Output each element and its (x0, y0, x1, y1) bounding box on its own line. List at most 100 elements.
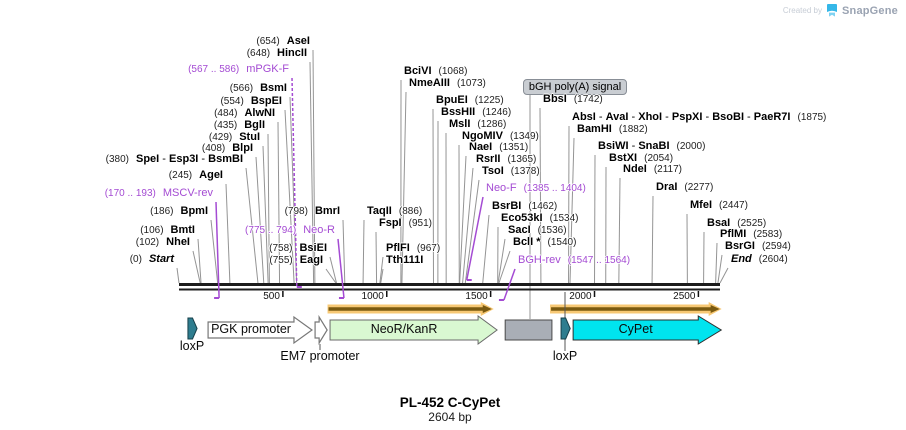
created-by-text: Created by (782, 6, 822, 15)
enzyme-label-eco53ki: Eco53kI(1534) (501, 212, 579, 224)
sequence-line-bottom (179, 288, 720, 291)
plasmid-title: PL-452 C-CyPet (399, 395, 501, 410)
leader-line-bgli (267, 133, 270, 284)
leader-line-taqii (362, 219, 365, 284)
leader-line-start (176, 267, 180, 284)
enzyme-label-bgli: (435)BglI (213, 119, 265, 131)
plasmid-length: 2604 bp (428, 410, 472, 424)
enzyme-label-rsrii: RsrII(1365) (476, 153, 537, 165)
leader-line-saci (497, 238, 506, 284)
leader-line-nhei (192, 250, 201, 284)
enzyme-label-nhei: (102)NheI (135, 236, 190, 248)
enzyme-label-bmri: (798)BmrI (284, 205, 340, 217)
leader-line-bsrbi (482, 214, 490, 284)
scale-tick-1000 (386, 291, 388, 297)
enzyme-label-msli: MslI(1286) (449, 118, 507, 130)
enzyme-label-bstxi: BstXI(2054) (609, 152, 674, 164)
enzyme-label-naei: NaeI(1351) (469, 141, 529, 153)
leader-line-nmeaiii (401, 91, 407, 284)
scale-tick-1500 (489, 291, 492, 297)
leader-line-bpuei (432, 108, 435, 284)
pgk-promoter-feature (207, 315, 313, 345)
bgh-polya-box-feature (504, 319, 553, 341)
enzyme-label-bbsi: BbsI(1742) (543, 93, 603, 105)
enzyme-label-bmti: (106)BmtI (140, 224, 195, 236)
neor-kanr-label: NeoR/KanR (370, 322, 438, 336)
scale-tick-500 (282, 291, 284, 297)
cypet-label: CyPet (618, 322, 653, 336)
scale-tick-2500 (697, 291, 700, 297)
enzyme-label-ndei: NdeI(2117) (623, 163, 683, 175)
orf-arrow-inner-1 (328, 305, 492, 313)
enzyme-label-absi-avai-xhoi-pspxi-bsobi-paer7i: AbsI - AvaI - XhoI - PspXI - BsoBI - Pae… (572, 111, 827, 123)
enzyme-label-end: End(2604) (731, 253, 788, 265)
enzyme-label-taqii: TaqII(886) (367, 205, 423, 217)
neor-kanr-feature (329, 315, 498, 345)
enzyme-label-agei: (245)AgeI (168, 169, 223, 181)
leader-line-agei (225, 183, 231, 284)
scale-label-500: 500 (263, 291, 280, 302)
scale-tick-2000 (593, 291, 596, 297)
enzyme-label-start: (0)Start (129, 253, 174, 265)
leader-line-pflfi (379, 256, 384, 284)
leader-line-bcli (498, 250, 511, 284)
primer-line-neo-r (337, 238, 345, 299)
loxp-feature (187, 317, 198, 340)
leader-line-rsrii (462, 167, 474, 284)
leader-line-naei (459, 155, 467, 284)
sequence-line-top (179, 283, 720, 286)
enzyme-label-eagi: (755)EagI (269, 254, 323, 266)
scale-label-2000: 2000 (569, 291, 592, 302)
enzyme-label-drai: DraI(2277) (656, 181, 714, 193)
scale-label-2500: 2500 (673, 291, 696, 302)
primer-line-mscv-rev (215, 201, 220, 299)
enzyme-label-spei-esp3i-bsmbi: (380)SpeI - Esp3I - BsmBI (105, 153, 243, 165)
leader-line-bamhi (569, 137, 575, 284)
leader-line-stui (262, 145, 269, 284)
snapgene-brand-text: SnapGene (841, 4, 898, 17)
leader-line-bsmi (289, 96, 298, 284)
enzyme-label-asei: (654)AseI (256, 35, 310, 47)
leader-line-bsrgi (717, 254, 723, 284)
leader-line-bbsi (539, 107, 542, 284)
enzyme-label-bsrbi: BsrBI(1462) (492, 200, 558, 212)
enzyme-label-fspi: FspI(951) (379, 217, 432, 229)
leader-line-bmti (197, 238, 202, 284)
title-block: PL-452 C-CyPet 2604 bp (400, 395, 501, 424)
enzyme-label-pflmi: PflMI(2583) (720, 228, 783, 240)
leader-line-end (719, 267, 729, 284)
snapgene-watermark: Created by SnapGene (783, 4, 898, 17)
leader-line-eagi (325, 268, 337, 284)
primer-label-neo-r: (775 .. 794)Neo-R (245, 224, 335, 236)
primer-label-bgh-rev: BGH-rev(1547 .. 1564) (518, 254, 631, 266)
enzyme-label-bsrgi: BsrGI(2594) (725, 240, 791, 252)
leader-line-spei-esp3i-bsmbi (245, 167, 259, 284)
primer-line-bgh-rev (503, 268, 516, 301)
cypet-feature (572, 315, 723, 345)
enzyme-label-saci: SacI(1536) (508, 224, 567, 236)
leader-line-hincii (309, 61, 315, 284)
snapgene-logo-icon (826, 4, 837, 17)
enzyme-label-bsiei: (758)BsiEI (269, 242, 327, 254)
enzyme-label-pflfi: PflFI(967) (386, 242, 441, 254)
leader-line-fspi (375, 231, 378, 284)
leader-line-bmri (342, 219, 346, 284)
enzyme-label-bpuei: BpuEI(1225) (436, 94, 504, 106)
enzyme-label-bamhi: BamHI(1882) (577, 123, 648, 135)
leader-line-alwni (277, 121, 281, 284)
leader-line-asei (312, 49, 316, 284)
enzyme-label-stui: (429)StuI (208, 131, 260, 143)
primer-label-neo-f: Neo-F(1385 .. 1404) (486, 182, 586, 194)
orf-arrow-inner-2 (551, 305, 720, 313)
enzyme-label-tth111i: Tth111I (386, 254, 424, 266)
enzyme-label-bsai: BsaI(2525) (707, 217, 767, 229)
leader-line-tth111i (380, 268, 384, 284)
enzyme-label-bspei: (554)BspEI (220, 95, 282, 107)
pgk-promoter-label: PGK promoter (211, 322, 291, 336)
bgh-polya-signal-callout: bGH poly(A) signal (523, 79, 627, 95)
leader-line-bsiei (329, 256, 337, 284)
enzyme-label-bcivi: BciVI(1068) (404, 65, 468, 77)
leader-line-blpi (255, 156, 265, 284)
